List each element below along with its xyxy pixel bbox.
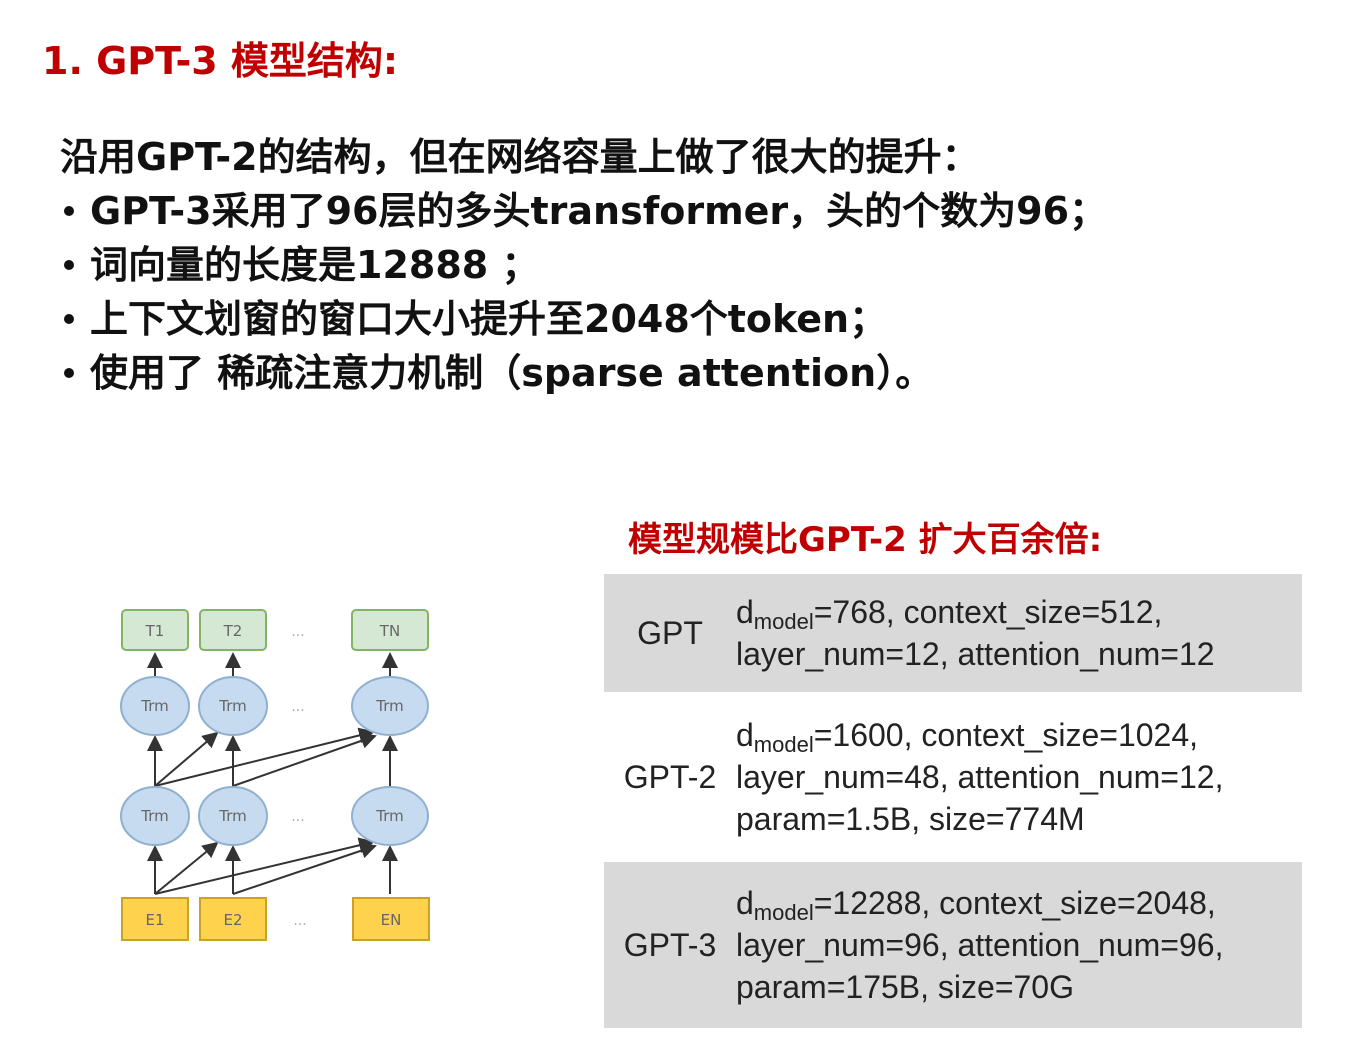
output-box (199, 609, 267, 651)
trm-node (120, 786, 190, 846)
model-name: GPT (637, 615, 703, 651)
trm-node (198, 786, 268, 846)
spec-line: param=1.5B, size=774M (736, 801, 1085, 837)
spec-text: =1600, context_size=1024, (813, 717, 1199, 753)
model-name: GPT-3 (623, 927, 717, 963)
embedding-label: E1 (145, 911, 164, 929)
spec-line: param=175B, size=70G (736, 969, 1074, 1005)
embedding-label: E2 (223, 911, 242, 929)
trm-label: Trm (218, 807, 246, 825)
spec-line: layer_num=96, attention_num=96, (736, 927, 1224, 963)
spec-text: =768, context_size=512, (813, 594, 1163, 630)
model-name: GPT-2 (623, 759, 717, 795)
spec-line: dmodel=1600, context_size=1024, (736, 714, 1302, 756)
bullet-item: GPT-3采用了96层的多头transformer，头的个数为96； (60, 184, 1107, 238)
trm-label: Trm (375, 697, 403, 715)
transformer-layer-1: Trm Trm Trm ... (120, 786, 429, 846)
embedding-label: EN (381, 911, 402, 929)
spec-line: dmodel=768, context_size=512, (736, 591, 1302, 633)
embedding-box (352, 897, 430, 941)
intro-text: 沿用GPT-2的结构，但在网络容量上做了很大的提升： (60, 135, 980, 179)
d-prefix: d (736, 717, 754, 753)
architecture-svg: T1 T2 TN ... Trm Trm Trm ... Trm Trm Trm… (120, 609, 430, 941)
d-subscript: model (753, 900, 814, 925)
model-specs: dmodel=12288, context_size=2048, layer_n… (736, 882, 1302, 1008)
spec-line: layer_num=12, attention_num=12 (736, 636, 1215, 672)
model-row-gpt2: GPT-2 dmodel=1600, context_size=1024, la… (604, 692, 1302, 862)
d-prefix: d (736, 885, 754, 921)
embedding-box (199, 897, 267, 941)
d-prefix: d (736, 594, 754, 630)
ellipsis: ... (291, 809, 304, 825)
output-box (121, 609, 189, 651)
model-row-gpt: GPT dmodel=768, context_size=512, layer_… (604, 574, 1302, 692)
gpt-architecture-diagram: T1 T2 TN ... Trm Trm Trm ... Trm Trm Trm… (105, 592, 445, 957)
arrows-layer1-to-layer2 (147, 727, 398, 787)
model-row-gpt3: GPT-3 dmodel=12288, context_size=2048, l… (604, 862, 1302, 1028)
ellipsis: ... (291, 624, 304, 640)
d-subscript: model (753, 732, 814, 757)
description-block: 沿用GPT-2的结构，但在网络容量上做了很大的提升： GPT-3采用了96层的多… (60, 130, 1107, 400)
spec-line: layer_num=48, attention_num=12, (736, 759, 1224, 795)
ellipsis: ... (293, 913, 306, 929)
ellipsis: ... (291, 699, 304, 715)
trm-node (120, 676, 190, 736)
output-label: TN (379, 622, 400, 640)
trm-label: Trm (140, 807, 168, 825)
spec-line: dmodel=12288, context_size=2048, (736, 882, 1302, 924)
d-subscript: model (753, 609, 814, 634)
model-specs: dmodel=768, context_size=512, layer_num=… (736, 591, 1302, 675)
model-comparison-table: GPT dmodel=768, context_size=512, layer_… (604, 574, 1302, 1028)
page-title: 1. GPT-3 模型结构: (42, 39, 399, 83)
bullet-item: 上下文划窗的窗口大小提升至2048个token； (60, 292, 1107, 346)
output-label: T1 (145, 622, 165, 640)
bullet-item: 使用了 稀疏注意力机制（sparse attention）。 (60, 346, 1107, 400)
embedding-nodes: E1 E2 EN ... (121, 897, 430, 941)
transformer-layer-2: Trm Trm Trm ... (120, 676, 429, 736)
model-specs: dmodel=1600, context_size=1024, layer_nu… (736, 714, 1302, 840)
bullet-item: 词向量的长度是12888 ； (60, 238, 1107, 292)
trm-node (351, 676, 429, 736)
trm-node (198, 676, 268, 736)
trm-node (351, 786, 429, 846)
output-box (351, 609, 429, 651)
output-nodes: T1 T2 TN ... (121, 609, 429, 651)
arrows-embedding-to-layer1 (147, 837, 398, 895)
embedding-box (121, 897, 189, 941)
comparison-title: 模型规模比GPT-2 扩大百余倍: (628, 520, 1103, 560)
trm-label: Trm (140, 697, 168, 715)
arrows-layer2-to-output (147, 652, 398, 676)
trm-label: Trm (218, 697, 246, 715)
trm-label: Trm (375, 807, 403, 825)
output-label: T2 (223, 622, 243, 640)
spec-text: =12288, context_size=2048, (813, 885, 1216, 921)
